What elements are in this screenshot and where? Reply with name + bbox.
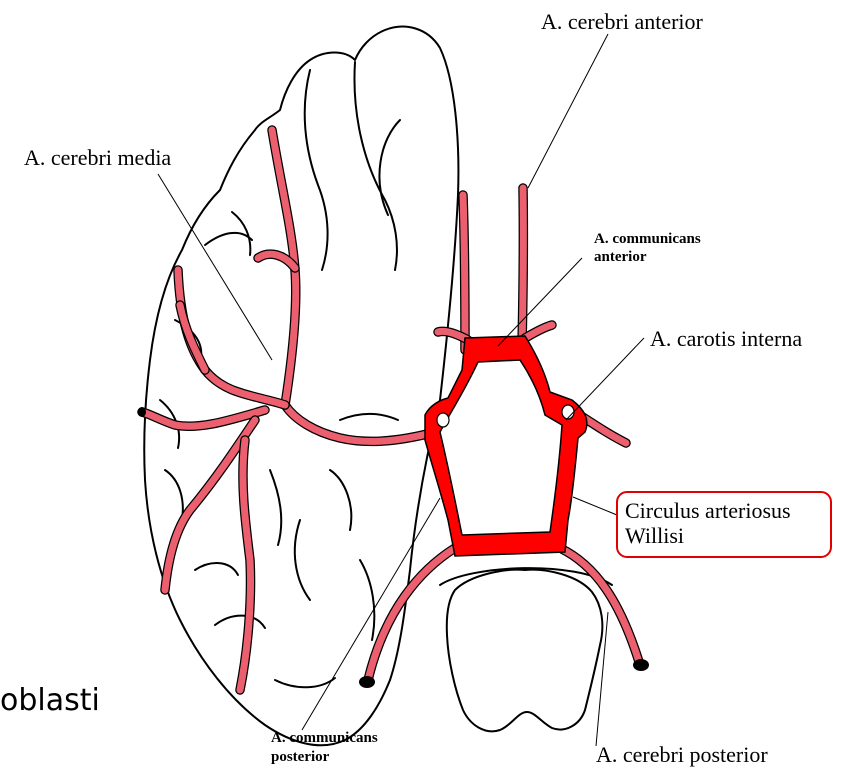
label-circulus-line1: Circulus arteriosus: [625, 498, 791, 523]
label-circulus-line2: Willisi: [625, 523, 684, 548]
brainstem-outline: [447, 570, 603, 732]
label-communicans-anterior-line2: anterior: [594, 249, 647, 265]
slide-text-fragment: oblasti: [0, 683, 100, 718]
label-carotis-interna: A. carotis interna: [650, 326, 802, 351]
label-communicans-posterior-line1: A. communicans: [271, 730, 378, 746]
label-communicans-anterior-line1: A. communicans: [594, 231, 701, 247]
circle-ring: [425, 336, 587, 556]
label-cerebri-posterior: A. cerebri posterior: [596, 742, 768, 767]
label-cerebri-media: A. cerebri media: [24, 145, 171, 170]
label-cerebri-anterior: A. cerebri anterior: [541, 9, 704, 34]
label-communicans-posterior-line2: posterior: [271, 749, 330, 765]
circle-of-willis: [425, 336, 587, 556]
brain-hemisphere-outline: [144, 27, 458, 746]
